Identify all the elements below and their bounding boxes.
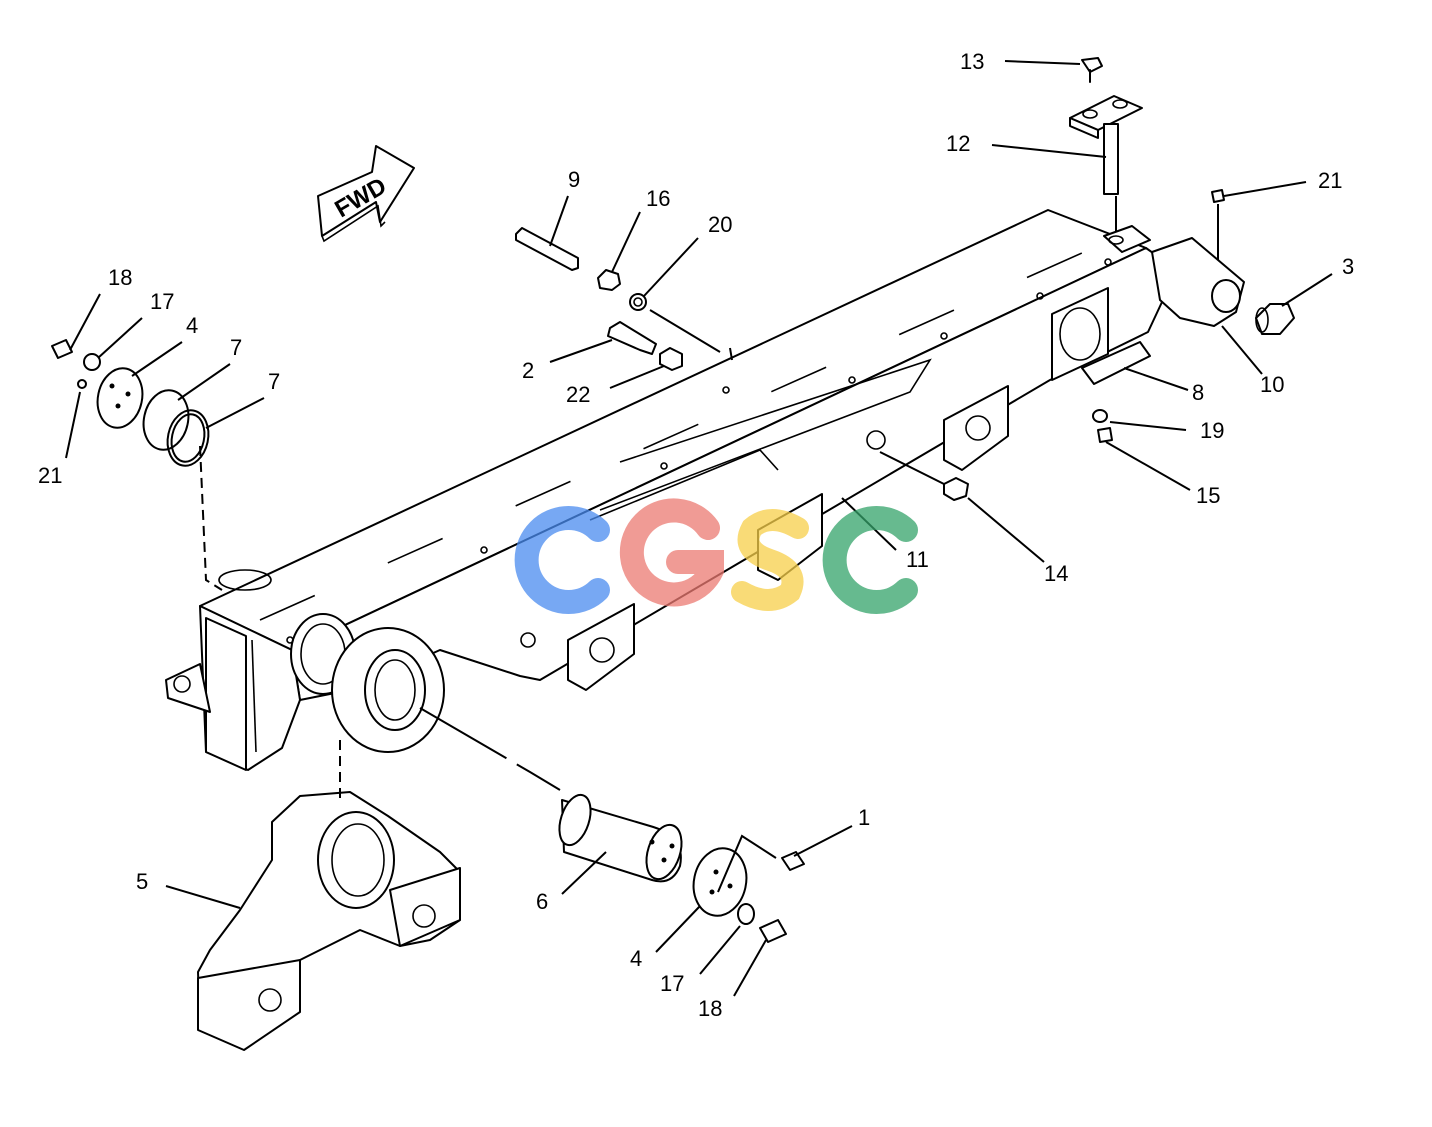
callout-6: 6 [536,889,548,914]
callout-3: 3 [1342,254,1354,279]
callout-7-upper: 7 [230,335,242,360]
callout-17-lower: 17 [660,971,684,996]
leader-lines [65,60,1333,997]
callout-15: 15 [1196,483,1220,508]
callout-2: 2 [522,358,534,383]
callout-18-upper: 18 [108,265,132,290]
callout-17-upper: 17 [150,289,174,314]
callout-1: 1 [858,805,870,830]
watermark-letter-s [731,509,809,611]
callout-20: 20 [708,212,732,237]
callout-10: 10 [1260,372,1284,397]
top-holes [286,258,1112,644]
fwd-arrow: FWD [317,145,415,243]
callout-18-lower: 18 [698,996,722,1021]
main-frame-beam [165,209,1245,771]
callout-labels: 13 12 21 3 10 8 19 15 14 11 9 16 20 2 22… [38,49,1354,1021]
part-6-pin [558,793,683,883]
assembly-lines [199,196,1219,893]
watermark-letter-c2 [822,506,918,614]
part-4-cover-plate-upper [51,339,210,467]
watermark-letter-g [619,498,724,607]
callout-12: 12 [946,131,970,156]
hardware-cluster-top [515,227,683,371]
side-bracket-a [943,385,1009,471]
callout-14: 14 [1044,561,1068,586]
cgsc-watermark [514,498,918,614]
side-bracket-c [567,603,635,691]
callout-13: 13 [960,49,984,74]
callout-21-left: 21 [38,463,62,488]
callout-19: 19 [1200,418,1224,443]
callout-5: 5 [136,869,148,894]
callout-4-upper: 4 [186,313,198,338]
callout-22: 22 [566,382,590,407]
callout-16: 16 [646,186,670,211]
callout-21-right: 21 [1318,168,1342,193]
part-5-pivot-bracket [197,791,461,1051]
top-centerline [259,235,1121,621]
hardware-cluster-right [943,57,1295,501]
callout-4-lower: 4 [630,946,642,971]
callout-7-lower: 7 [268,369,280,394]
callout-9: 9 [568,167,580,192]
part-4-cover-plate-lower [692,847,805,943]
callout-11: 11 [906,547,929,572]
callout-8: 8 [1192,380,1204,405]
watermark-letter-c1 [514,506,610,614]
